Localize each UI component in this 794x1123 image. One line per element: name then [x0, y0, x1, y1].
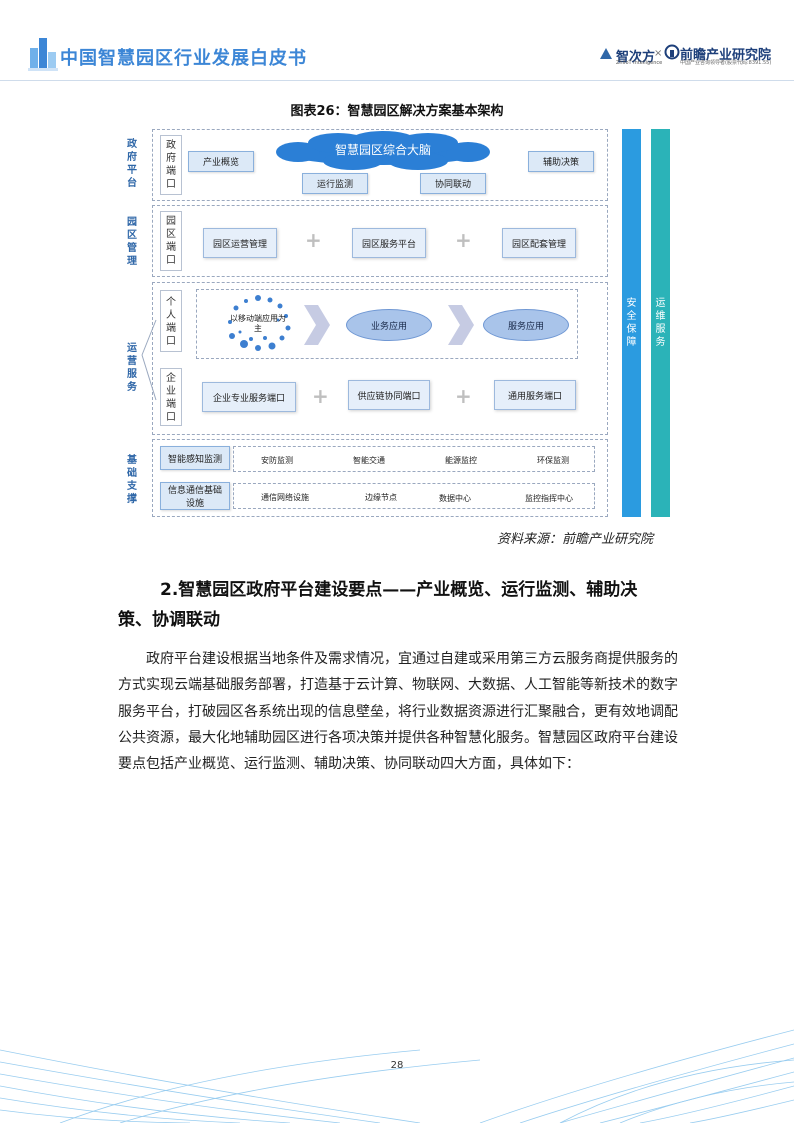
base-row2-command: 监控指挥中心 — [514, 493, 584, 504]
personal-port-label: 个人端口 — [165, 296, 177, 348]
gov-item-decision-support: 辅助决策 — [528, 151, 594, 172]
gov-port-label: 政府端口 — [165, 139, 177, 191]
enterprise-item-professional: 企业专业服务端口 — [202, 382, 296, 412]
mobile-app-text: 以移动端应用为主 — [228, 314, 288, 334]
park-item-supporting: 园区配套管理 — [502, 228, 576, 258]
brain-label: 智慧园区综合大脑 — [258, 141, 508, 158]
personal-item-business-apps: 业务应用 — [346, 309, 432, 341]
side-label-park: 园区管理 — [126, 216, 138, 268]
base-row1-energy: 能源监控 — [426, 455, 496, 466]
chevron-right-icon — [302, 303, 332, 347]
pillar-maintenance-label: 运维服务 — [655, 297, 667, 349]
side-label-base: 基础支撑 — [126, 454, 138, 506]
plus-icon: + — [312, 384, 329, 408]
base-row1-environment: 环保监测 — [518, 455, 588, 466]
enterprise-item-general: 通用服务端口 — [494, 380, 576, 410]
side-label-gov: 政府平台 — [126, 138, 138, 190]
personal-item-service-apps: 服务应用 — [483, 309, 569, 341]
figure-source: 资料来源：前瞻产业研究院 — [497, 528, 653, 547]
base-row2-head: 信息通信基础设施 — [160, 482, 230, 510]
enterprise-port-label: 企业端口 — [165, 372, 177, 424]
park-item-service-platform: 园区服务平台 — [352, 228, 426, 258]
side-label-ops: 运营服务 — [126, 342, 138, 394]
base-row2-network: 通信网络设施 — [250, 492, 320, 503]
pillar-maintenance: 运维服务 — [651, 129, 670, 517]
paragraph-text: 政府平台建设根据当地条件及需求情况，宜通过自建或采用第三方云服务商提供服务的方式… — [118, 646, 678, 777]
base-row2-datacenter: 数据中心 — [420, 493, 490, 504]
architecture-diagram: 政府平台 政府端口 智慧园区综合大脑 产业概览 运行监测 协同联动 辅助决策 园… — [0, 0, 794, 540]
plus-icon: + — [305, 228, 322, 252]
chevron-right-icon — [446, 303, 476, 347]
enterprise-item-supply-chain: 供应链协同端口 — [348, 380, 430, 410]
plus-icon: + — [455, 228, 472, 252]
base-row1-traffic: 智能交通 — [334, 455, 404, 466]
pillar-security: 安全保障 — [622, 129, 641, 517]
pillar-security-label: 安全保障 — [626, 297, 638, 349]
plus-icon: + — [455, 384, 472, 408]
park-port-label: 园区端口 — [165, 215, 177, 267]
gov-item-operation-monitoring: 运行监测 — [302, 173, 368, 194]
section-heading-line1: 2.智慧园区政府平台建设要点——产业概览、运行监测、辅助决 — [160, 574, 637, 607]
base-row1-head: 智能感知监测 — [160, 446, 230, 470]
page-number: 28 — [0, 1060, 794, 1071]
base-row2-edge: 边缘节点 — [346, 492, 416, 503]
section-heading-line2: 策、协调联动 — [118, 604, 220, 637]
gov-item-industry-overview: 产业概览 — [188, 151, 254, 172]
park-item-operations: 园区运营管理 — [203, 228, 277, 258]
base-row1-security: 安防监测 — [242, 455, 312, 466]
body-paragraph: 政府平台建设根据当地条件及需求情况，宜通过自建或采用第三方云服务商提供服务的方式… — [118, 646, 678, 777]
gov-item-coordination: 协同联动 — [420, 173, 486, 194]
